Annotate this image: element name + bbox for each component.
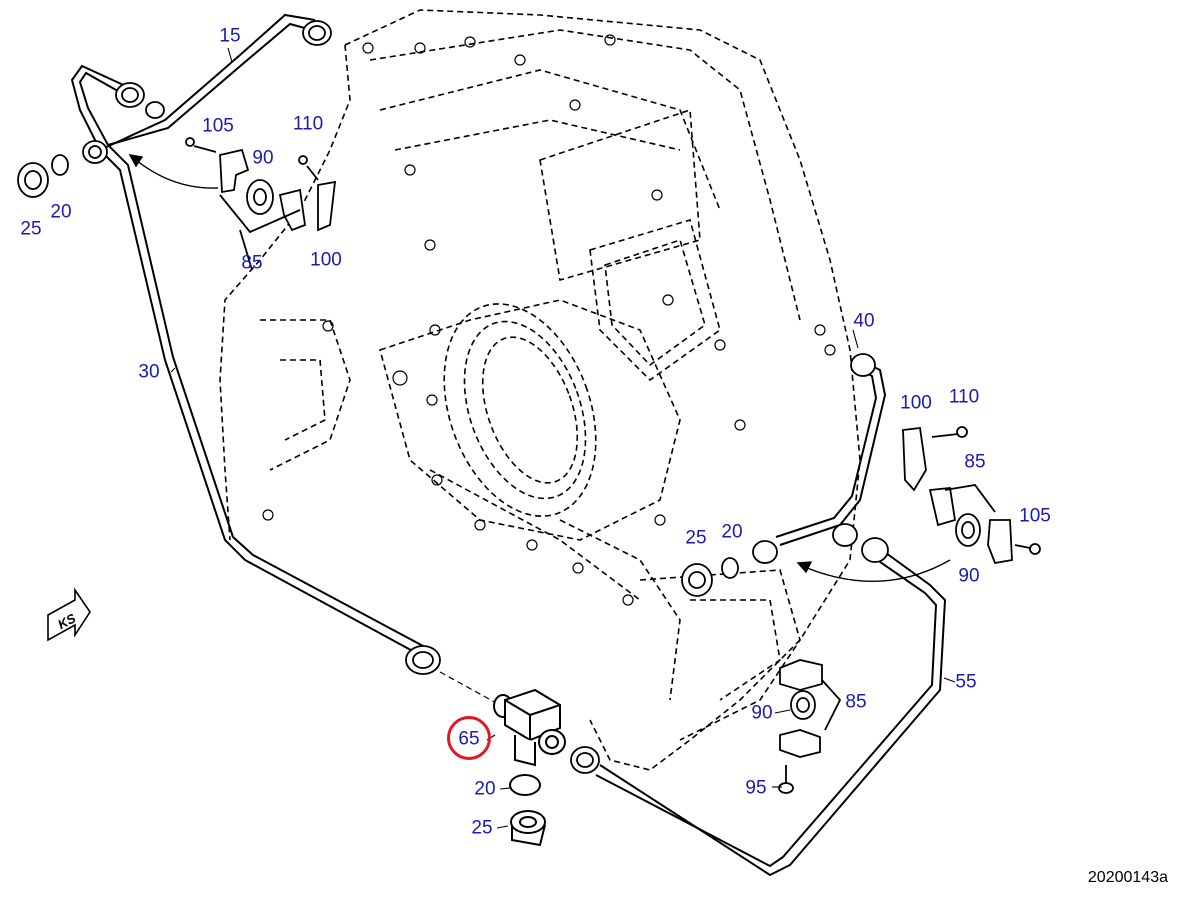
callout-25-lower: 25	[471, 817, 493, 839]
arrow-right	[796, 559, 951, 583]
callout-20-right: 20	[721, 521, 743, 543]
callout-85-right: 85	[964, 451, 986, 473]
clamp-assembly-lower	[778, 659, 842, 794]
callout-90-lower: 90	[751, 702, 773, 724]
callout-30: 30	[138, 361, 160, 383]
callout-110-left: 110	[292, 113, 324, 135]
callout-20-lower: 20	[474, 778, 496, 800]
housing-bolt-holes	[262, 34, 836, 606]
pipe-55	[595, 544, 947, 877]
callout-20-left: 20	[50, 201, 72, 223]
callout-110-right: 110	[948, 386, 980, 408]
leader-line-tee	[439, 671, 501, 706]
callout-95: 95	[745, 777, 767, 799]
callout-15: 15	[219, 25, 241, 47]
pipe-40	[775, 359, 887, 546]
clamp-assembly-left	[185, 137, 337, 271]
callout-90-right: 90	[958, 565, 980, 587]
callout-105-left: 105	[202, 115, 234, 137]
drawing-id: 20200143a	[1087, 869, 1168, 886]
pipe-fittings	[17, 20, 889, 774]
transmission-housing	[219, 9, 861, 771]
arrow-left	[128, 154, 219, 189]
callout-100-left: 100	[310, 249, 342, 271]
pipe-15	[70, 13, 316, 151]
callout-40: 40	[853, 310, 875, 332]
callout-65: 65	[458, 728, 480, 750]
callout-leaders	[170, 47, 956, 829]
tee-fitting-65	[493, 688, 566, 847]
highlight-ring	[447, 716, 491, 760]
clamp-assembly-right-upper	[902, 426, 1041, 565]
callout-25-right: 25	[685, 527, 707, 549]
direction-marker: KS	[47, 587, 91, 642]
pipe-30	[99, 144, 426, 656]
callout-105-right: 105	[1019, 505, 1051, 527]
callout-85-left: 85	[241, 252, 263, 274]
callout-100-right: 100	[900, 392, 932, 414]
callout-90-left: 90	[252, 147, 274, 169]
callout-85-lower: 85	[845, 691, 867, 713]
callout-55: 55	[955, 671, 977, 693]
callout-25-left: 25	[20, 218, 42, 240]
